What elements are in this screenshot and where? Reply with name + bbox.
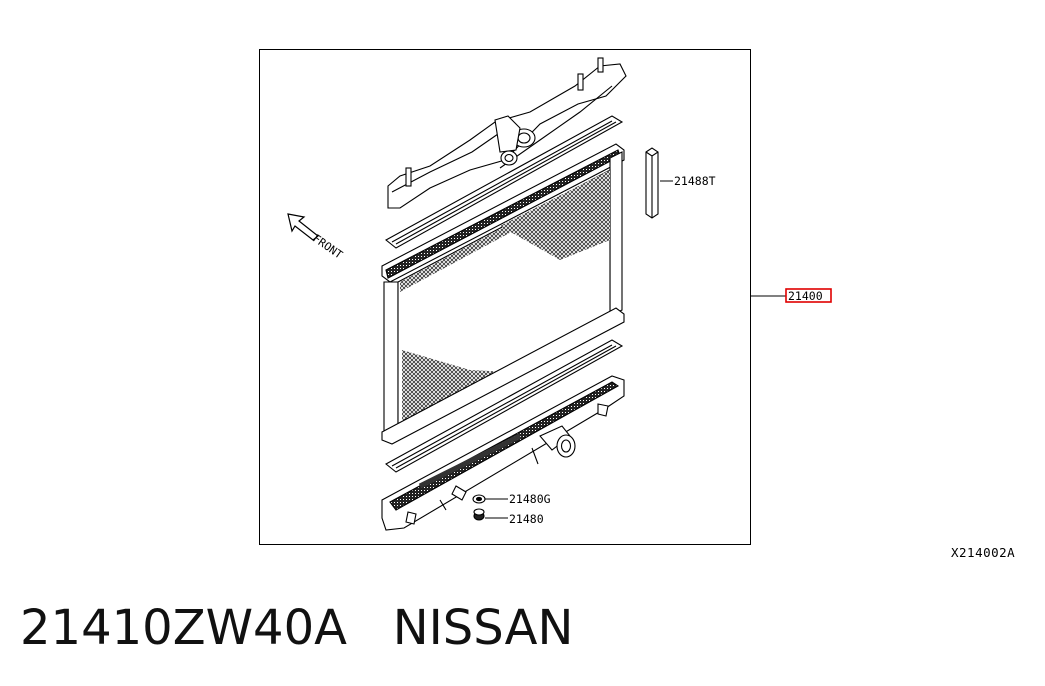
drain-plug xyxy=(473,508,485,521)
lower-gasket xyxy=(385,339,624,473)
diagram-frame xyxy=(259,49,751,545)
callout-21480g: 21480G xyxy=(509,492,551,506)
part-title: 21410ZW40A NISSAN xyxy=(20,598,573,658)
front-label: FRONT xyxy=(310,232,345,262)
part-number: 21410ZW40A xyxy=(20,600,347,656)
lower-tank xyxy=(381,375,625,531)
mounting-insulator xyxy=(645,147,659,219)
callout-highlight-box xyxy=(785,288,832,303)
callout-21488t: 21488T xyxy=(674,174,716,188)
leader-lines xyxy=(485,180,786,519)
upper-gasket xyxy=(385,115,624,249)
upper-tank xyxy=(387,57,627,209)
radiator-core xyxy=(381,143,625,445)
callout-21400: 21400 xyxy=(788,289,823,303)
drain-plug-seal xyxy=(472,494,486,504)
part-brand: NISSAN xyxy=(392,600,574,656)
diagram-reference-code: X214002A xyxy=(951,545,1015,560)
front-arrow-icon: FRONT xyxy=(287,213,345,262)
callout-21480: 21480 xyxy=(509,512,544,526)
